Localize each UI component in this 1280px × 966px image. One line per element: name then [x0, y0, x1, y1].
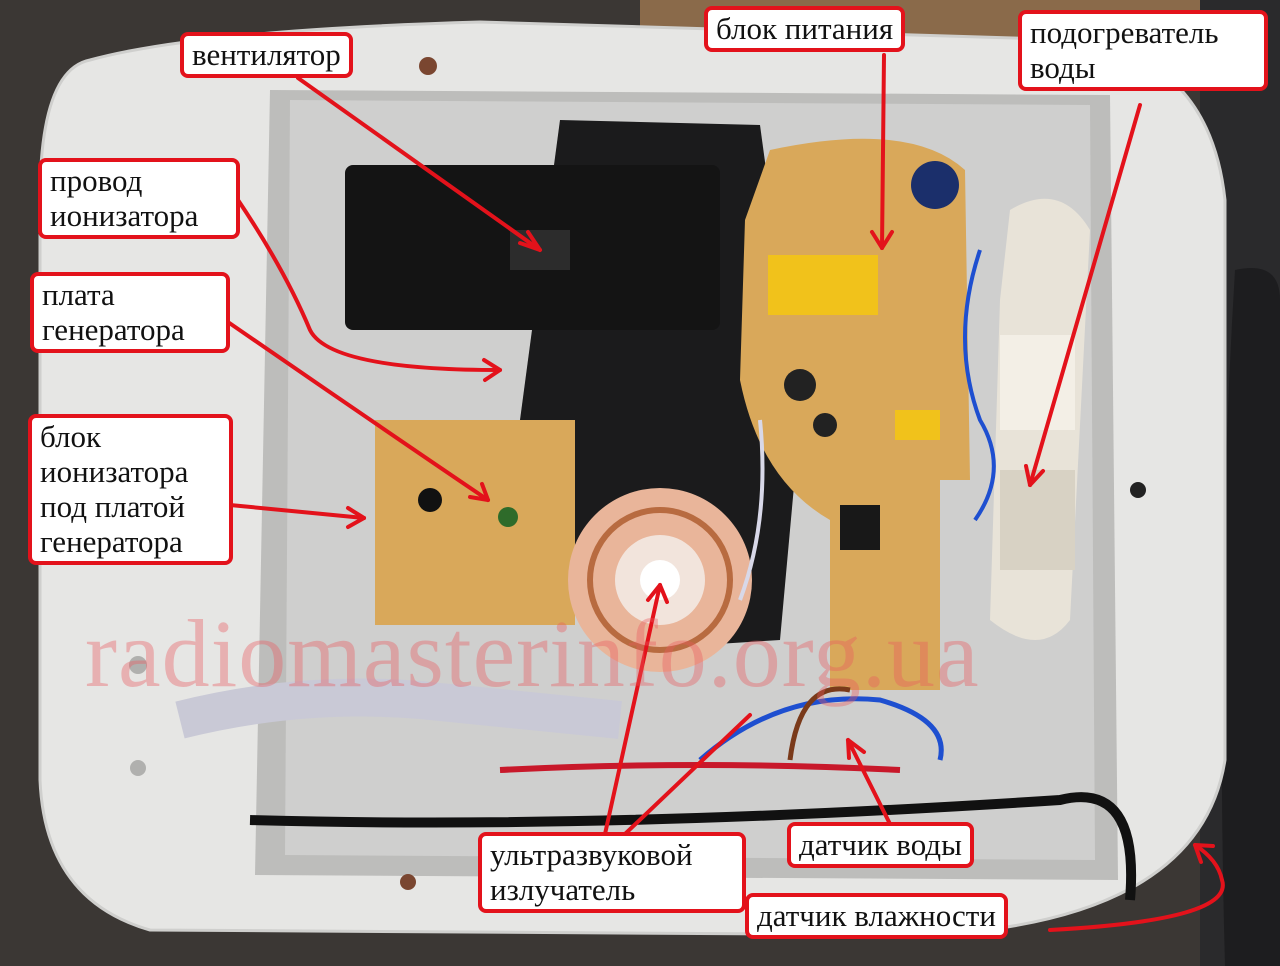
label-humidity-sensor: датчик влажности [745, 893, 1008, 939]
arrow-ionizer-wire [236, 198, 502, 372]
arrow-water-heater [1028, 103, 1142, 487]
arrow-emitter-1 [603, 583, 662, 836]
arrow-emitter-2 [623, 713, 752, 836]
label-water-sensor: датчик воды [787, 822, 974, 868]
ultrasonic-emitter [568, 488, 752, 672]
label-fan: вентилятор [180, 32, 353, 78]
label-generator-board: плата генератора [30, 272, 230, 353]
arrow-water-sensor [846, 738, 892, 826]
label-power-supply: блок питания [704, 6, 906, 52]
watermark-text: radiomasterinfo.org.ua [85, 600, 980, 707]
generator-board [375, 420, 575, 625]
label-ionizer-block: блок ионизатора под платой генератора [28, 414, 233, 565]
arrow-ionizer-block [228, 503, 366, 520]
label-ionizer-wire: провод ионизатора [38, 158, 240, 239]
label-ultrasonic-emitter: ультразвуковой излучатель [478, 832, 746, 913]
arrow-generator-board [223, 318, 490, 502]
arrow-power-supply [880, 53, 886, 250]
arrow-humidity-sensor [1048, 843, 1225, 932]
arrows [223, 53, 1225, 932]
arrow-fan [296, 76, 542, 252]
label-water-heater: подогреватель воды [1018, 10, 1268, 91]
